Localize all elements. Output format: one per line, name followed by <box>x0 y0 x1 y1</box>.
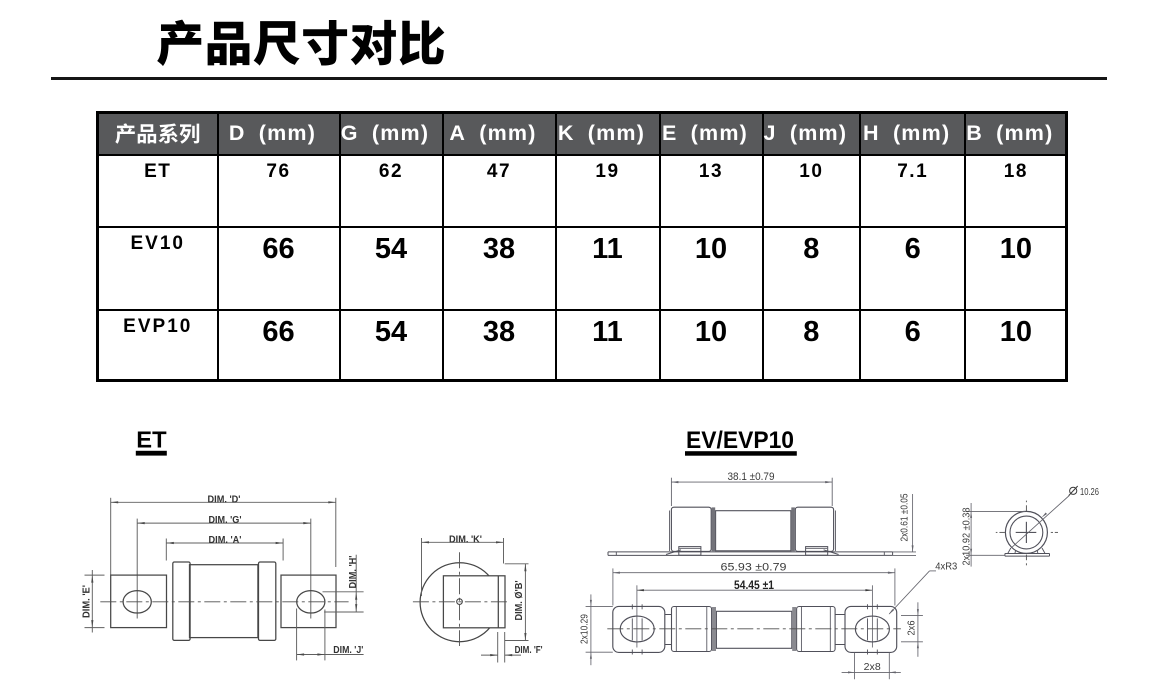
svg-text:DIM. Ø'B': DIM. Ø'B' <box>513 581 525 621</box>
svg-text:2x8: 2x8 <box>864 661 881 673</box>
svg-text:DIM. 'K': DIM. 'K' <box>449 533 482 545</box>
svg-text:DIM. 'J': DIM. 'J' <box>333 644 363 656</box>
svg-text:DIM. 'F': DIM. 'F' <box>515 644 543 656</box>
svg-text:4xR3: 4xR3 <box>935 562 957 573</box>
svg-text:38.1 ±0.79: 38.1 ±0.79 <box>728 471 775 483</box>
svg-text:DIM. 'E': DIM. 'E' <box>80 585 92 618</box>
svg-text:DIM. 'A': DIM. 'A' <box>209 534 242 546</box>
svg-text:2x10.29: 2x10.29 <box>578 614 590 644</box>
svg-text:10.26: 10.26 <box>1080 486 1099 498</box>
svg-text:EV/EVP10: EV/EVP10 <box>686 427 794 454</box>
svg-text:DIM. 'D': DIM. 'D' <box>208 494 241 506</box>
svg-text:54.45 ±1: 54.45 ±1 <box>734 578 774 592</box>
svg-text:2x0.61 ±0.05: 2x0.61 ±0.05 <box>900 493 911 541</box>
svg-text:65.93 ±0.79: 65.93 ±0.79 <box>721 561 787 573</box>
svg-text:DIM. 'H': DIM. 'H' <box>347 556 359 589</box>
svg-text:DIM. 'G': DIM. 'G' <box>209 514 242 526</box>
svg-text:2x6: 2x6 <box>906 620 917 635</box>
svg-text:ET: ET <box>136 427 167 453</box>
svg-text:2x10.92 ±0.38: 2x10.92 ±0.38 <box>961 507 972 565</box>
